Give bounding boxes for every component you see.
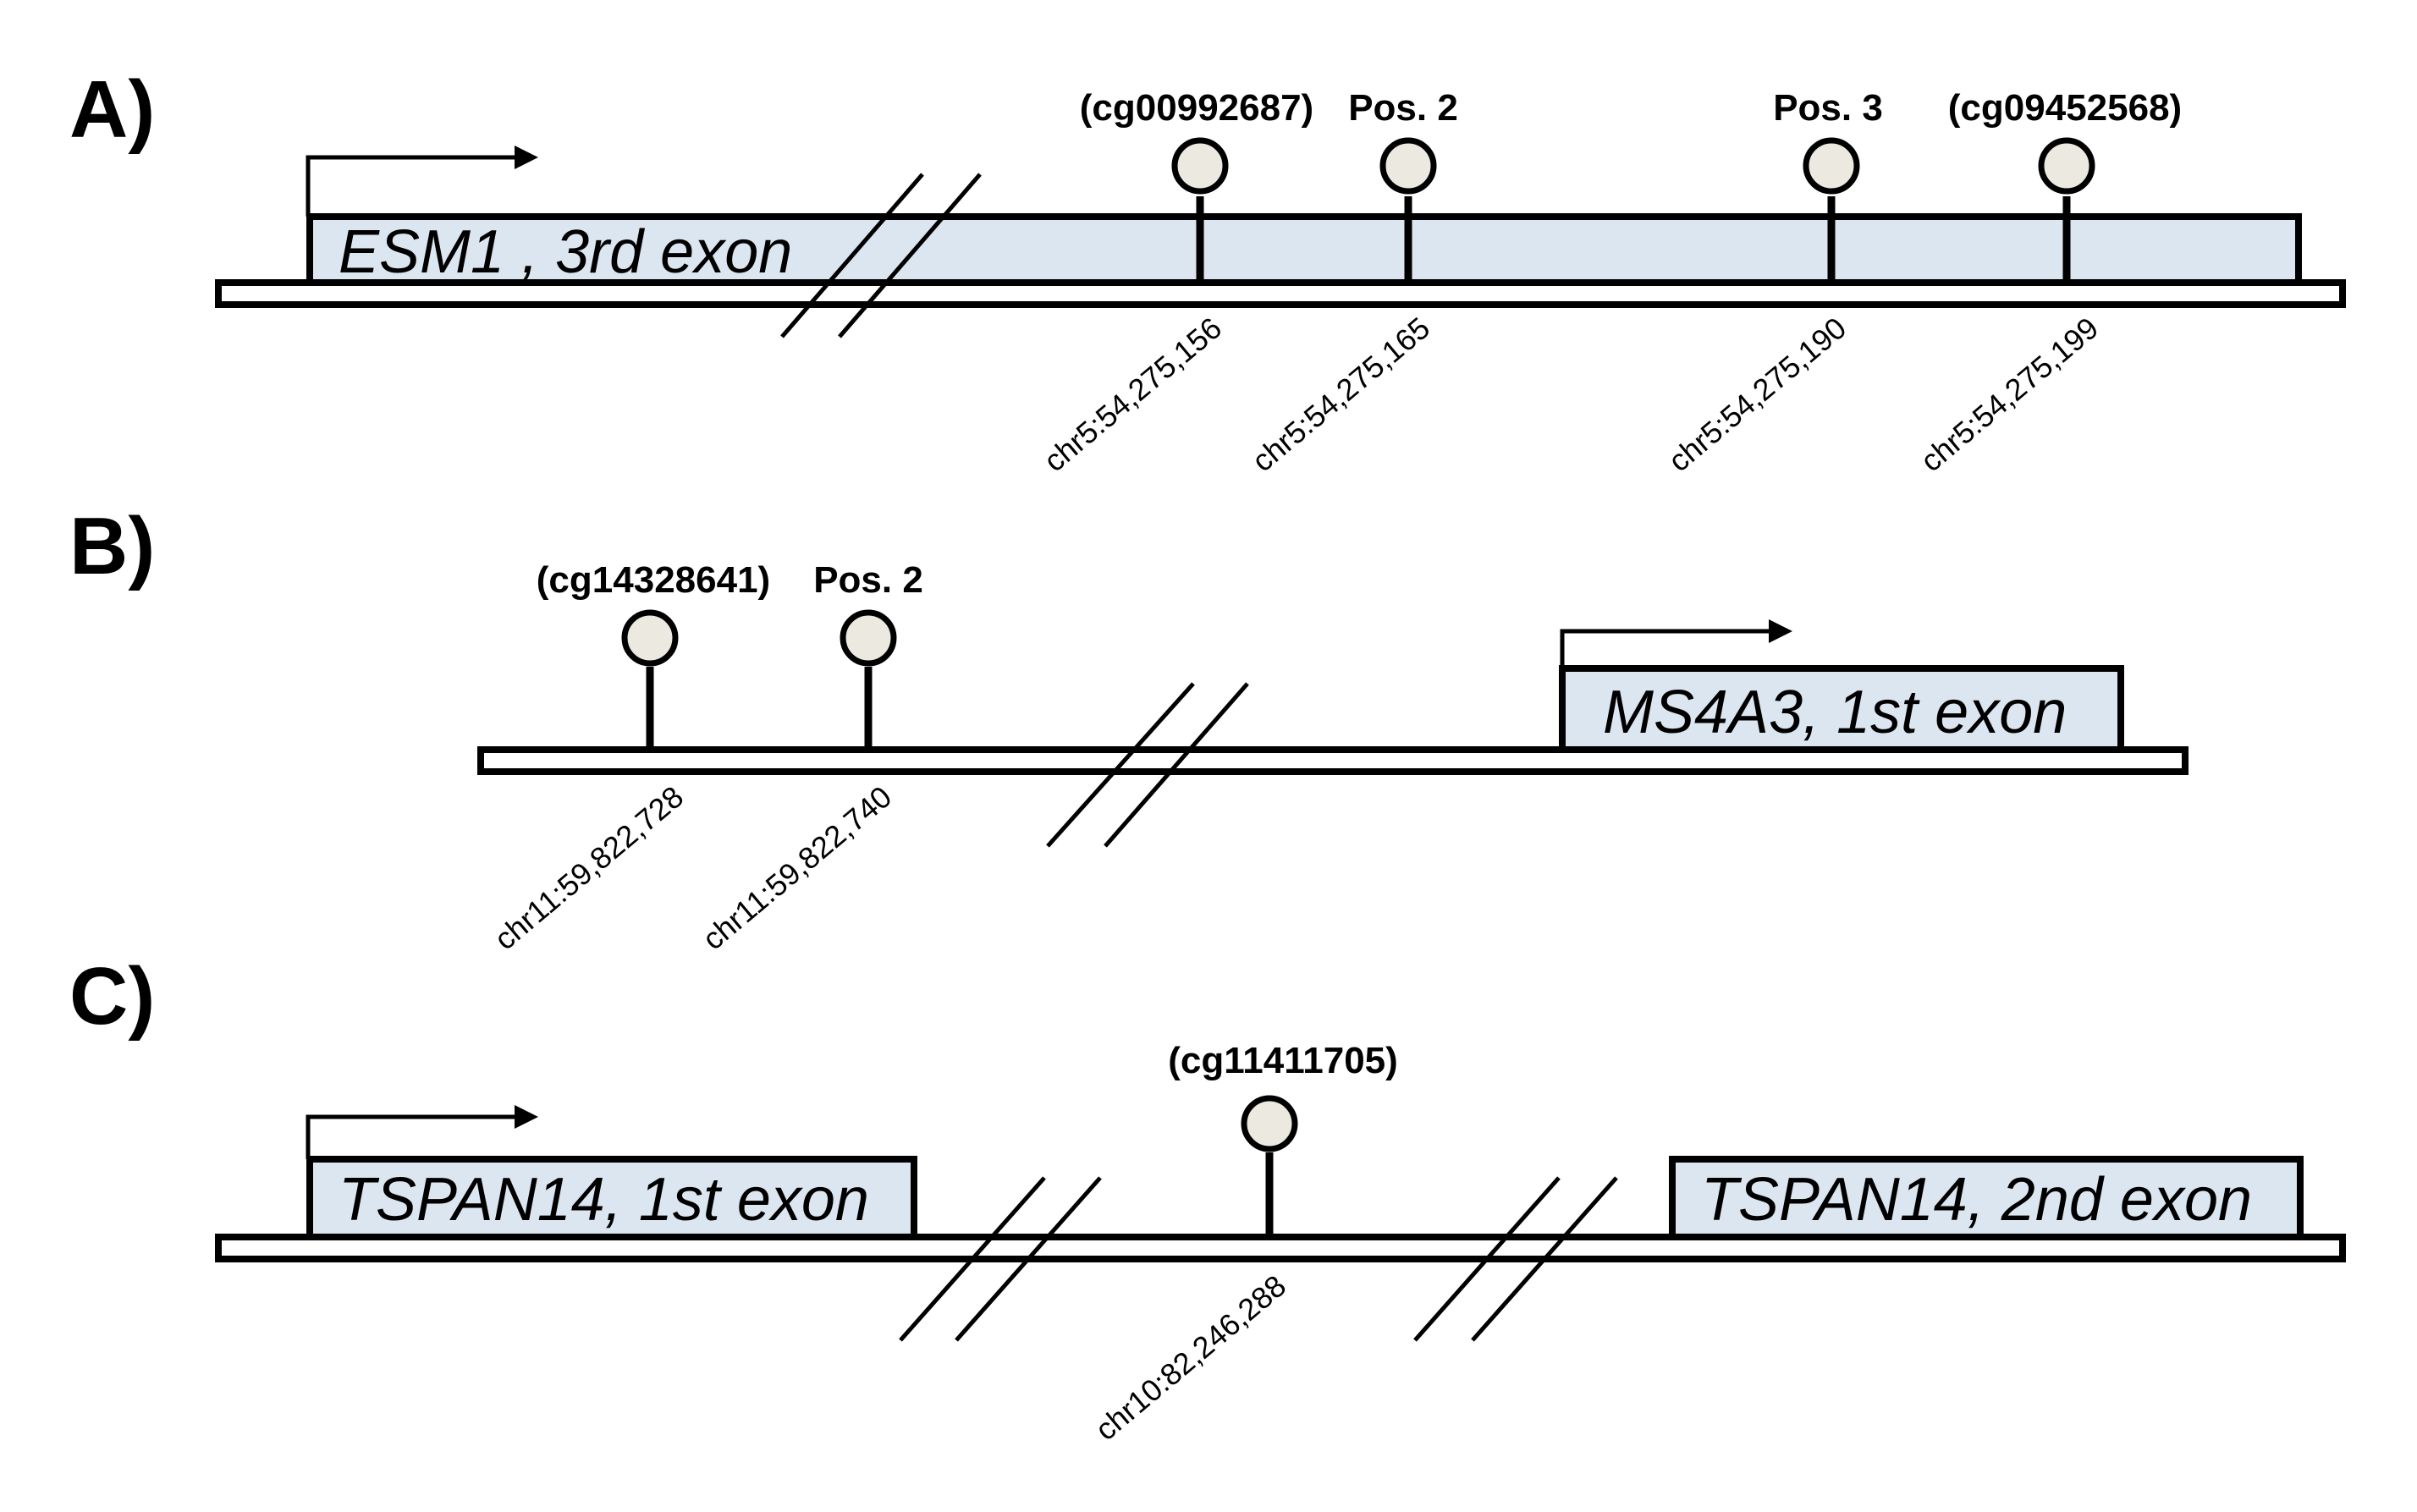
cpg-lollipop-icon bbox=[1241, 1095, 1298, 1152]
panel-b-site-coord: chr11:59,822,728 bbox=[487, 779, 690, 957]
panel-b-arrow-head-icon bbox=[1769, 619, 1792, 643]
cpg-lollipop-icon bbox=[1803, 137, 1860, 195]
panel-c-arrow-head-icon bbox=[515, 1105, 538, 1129]
panel-b-letter: B) bbox=[69, 501, 155, 591]
panel-c-letter: C) bbox=[69, 951, 155, 1042]
panel-a-site-coord: chr5:54,275,190 bbox=[1661, 311, 1853, 479]
panel-a-site-coord: chr5:54,275,165 bbox=[1245, 311, 1436, 479]
panel-c-break-mark bbox=[955, 1176, 1102, 1342]
panel-a-site-label: (cg09452568) bbox=[1948, 87, 2182, 129]
panel-a-break-mark bbox=[838, 173, 982, 338]
panel-b: B) MS4A3, 1st exon (cg14328641) chr11:59… bbox=[69, 501, 2189, 957]
panel-a: A) ESM1 , 3rd exon (cg00992687) chr5:54,… bbox=[69, 64, 2346, 479]
panel-a-site-coord: chr5:54,275,156 bbox=[1037, 311, 1228, 479]
panel-b-break-mark bbox=[1104, 682, 1249, 848]
panel-b-break-mark bbox=[1046, 682, 1195, 848]
panel-c-exon-label-1: TSPAN14, 1st exon bbox=[339, 1166, 869, 1234]
panel-c-break-mark bbox=[899, 1176, 1046, 1342]
panel-c-exon-label-2: TSPAN14, 2nd exon bbox=[1701, 1166, 2252, 1234]
panel-c-tss-arrow bbox=[306, 1114, 518, 1159]
cpg-lollipop-icon bbox=[1171, 137, 1229, 195]
panel-b-tss-arrow bbox=[1560, 629, 1772, 668]
cpg-lollipop-icon bbox=[621, 609, 679, 667]
panel-a-site-label: (cg00992687) bbox=[1080, 87, 1313, 129]
panel-c-break-mark bbox=[1413, 1176, 1561, 1342]
panel-a-break-mark bbox=[780, 173, 924, 338]
panel-c-break-mark bbox=[1471, 1176, 1618, 1342]
panel-a-site-coord: chr5:54,275,199 bbox=[1913, 311, 2105, 479]
panel-b-site-label: (cg14328641) bbox=[537, 559, 770, 601]
panel-a-site-label: Pos. 2 bbox=[1348, 87, 1458, 129]
panel-b-strand bbox=[477, 746, 2189, 775]
panel-a-exon-label: ESM1 , 3rd exon bbox=[339, 218, 792, 286]
cpg-lollipop-icon bbox=[1379, 137, 1437, 195]
panel-b-exon-label: MS4A3, 1st exon bbox=[1603, 679, 2067, 746]
panel-c: C) TSPAN14, 1st exon TSPAN14, 2nd exon (… bbox=[69, 951, 2346, 1448]
panel-a-arrow-head-icon bbox=[515, 146, 538, 169]
panel-c-strand bbox=[215, 1234, 2346, 1262]
panel-a-tss-arrow bbox=[306, 155, 518, 217]
panel-c-site-coord: chr10:82,246,288 bbox=[1088, 1268, 1292, 1448]
panel-c-site-label: (cg11411705) bbox=[1168, 1040, 1398, 1081]
cpg-lollipop-icon bbox=[840, 609, 897, 667]
cpg-lollipop-icon bbox=[2038, 137, 2095, 195]
panel-a-letter: A) bbox=[69, 64, 155, 155]
panel-b-site-label: Pos. 2 bbox=[813, 559, 923, 601]
panel-b-site-coord: chr11:59,822,740 bbox=[696, 779, 898, 957]
panel-a-site-label: Pos. 3 bbox=[1773, 87, 1883, 129]
panel-a-strand bbox=[215, 279, 2346, 308]
